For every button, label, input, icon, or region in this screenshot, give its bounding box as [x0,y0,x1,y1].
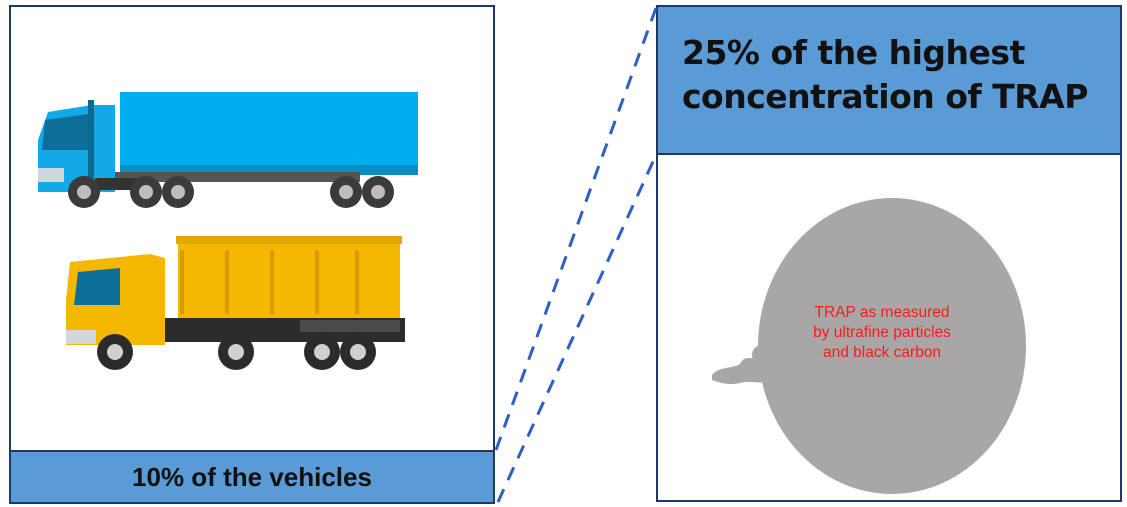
connector-line-top [494,7,658,451]
right-caption-line-1: 25% of the highest [682,33,1025,72]
dump-truck-icon [66,236,405,370]
connector-line-bottom [496,154,658,503]
smoke-label: TRAP as measured by ultrafine particles … [792,303,972,363]
smoke-label-line-2: by ultrafine particles [813,324,951,341]
left-panel: 10% of the vehicles [9,5,495,504]
smoke-label-line-3: and black carbon [822,344,942,361]
semi-truck-icon [38,92,418,208]
left-caption-bar: 10% of the vehicles [11,450,493,502]
zoom-connector-lines [494,7,658,503]
exhaust-smoke-cloud-icon [712,198,1026,494]
right-caption-line-2: concentration of TRAP [682,77,1088,116]
smoke-label-line-1: TRAP as measured [814,304,950,321]
right-caption-bar: 25% of the highest concentration of TRAP [658,7,1120,155]
left-caption-text: 10% of the vehicles [132,461,372,492]
